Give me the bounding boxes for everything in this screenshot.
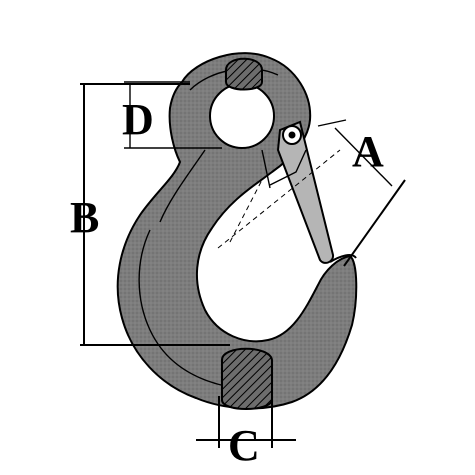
safety-latch[interactable] <box>261 120 335 264</box>
top-pin-section <box>225 57 263 91</box>
dimension-c <box>196 396 296 448</box>
construction-lines <box>217 149 341 249</box>
label-c: C <box>228 421 260 470</box>
label-b: B <box>70 193 99 242</box>
dimension-a <box>317 119 406 267</box>
dimension-d <box>124 81 222 149</box>
label-a: A <box>352 127 384 176</box>
label-d: D <box>122 95 154 144</box>
eye-hole <box>209 83 275 149</box>
dimension-b <box>80 83 230 346</box>
bottom-section <box>221 347 273 410</box>
